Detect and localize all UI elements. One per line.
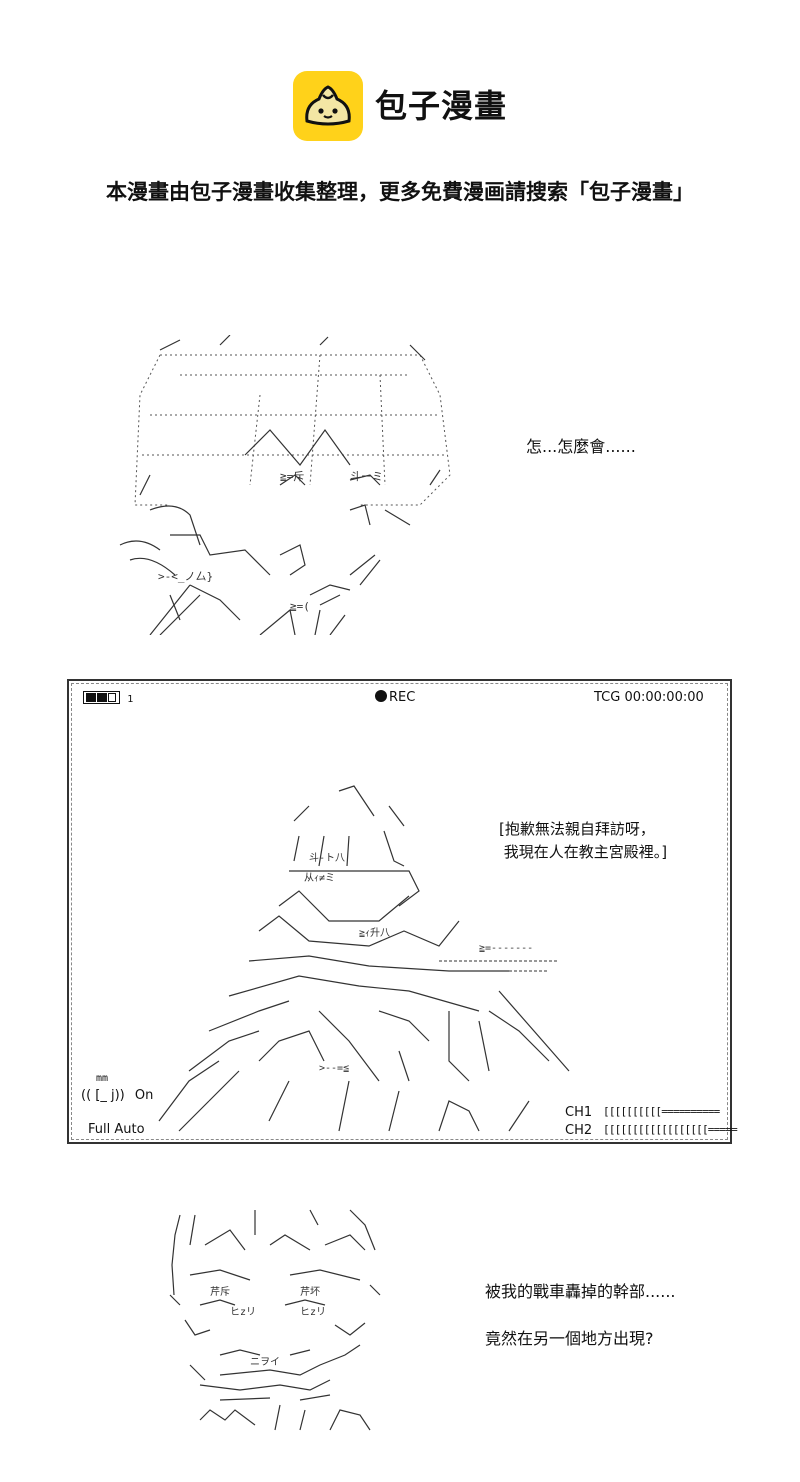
svg-text:从ｨ≠ミ: 从ｨ≠ミ xyxy=(304,873,335,884)
ch1-label: CH1 xyxy=(565,1105,593,1120)
svg-text:≧=(: ≧=( xyxy=(290,600,310,613)
dialog-line-1: [抱歉無法親自拜訪呀， xyxy=(499,820,655,838)
battery-icon xyxy=(83,691,120,704)
svg-text:>--=≦: >--=≦ xyxy=(319,1063,349,1074)
microphone-icon: (( [_ j)) xyxy=(81,1088,125,1103)
brand-name: 包子漫畫 xyxy=(375,87,508,125)
svg-text:ヒzリ: ヒzリ xyxy=(230,1306,256,1318)
shooting-mode: Full Auto xyxy=(88,1122,145,1137)
svg-text:≧=-------: ≧=------- xyxy=(479,943,533,954)
svg-text:芹斥: 芹斥 xyxy=(210,1286,230,1298)
panel-3-caption-line-2: 竟然在另一個地方出現? xyxy=(485,1329,654,1348)
svg-text:>-<_ノ厶}: >-<_ノ厶} xyxy=(158,570,213,583)
dialog-block: [抱歉無法親自拜訪呀， 我現在人在教主宮殿裡。] xyxy=(499,818,667,864)
bun-logo-icon xyxy=(293,71,363,141)
camcorder-viewfinder-frame: 1 REC TCG 00:00:00:00 [抱歉無法親自拜訪呀， 我現在人在教… xyxy=(67,679,738,1144)
svg-text:芹坏: 芹坏 xyxy=(300,1286,320,1298)
battery-seg-1-icon xyxy=(86,693,96,702)
svg-text:斗-ト八: 斗-ト八 xyxy=(309,852,345,864)
panel-1-caption: 怎...怎麼會...... xyxy=(526,437,636,456)
ch1-audio-meter: [[[[[[[[[[========== xyxy=(603,1105,720,1118)
svg-text:≧ｨ升八: ≧ｨ升八 xyxy=(359,927,390,939)
svg-text:ヒzリ: ヒzリ xyxy=(300,1306,326,1318)
mic-status: On xyxy=(134,1088,154,1103)
mic-indicator: (( [_ j)) On xyxy=(81,1088,153,1103)
battery-seg-3-icon xyxy=(108,693,116,702)
dialog-line-2: 我現在人在教主宮殿裡。] xyxy=(499,843,668,861)
viewfinder-inner-border xyxy=(71,683,728,1140)
svg-text:斗ーミ: 斗ーミ xyxy=(350,470,383,483)
ascii-art-character-panel-2: 斗-ト八 从ｨ≠ミ ≧ｨ升八 ≧=------- >--=≦ xyxy=(158,785,570,1132)
ascii-art-character-panel-3: 芹斥 芹坏 ヒzリ ヒzリ ニヲイ xyxy=(169,1209,381,1431)
site-notice: 本漫畫由包子漫畫收集整理，更多免費漫画請搜索「包子漫畫」 xyxy=(106,180,694,204)
battery-seg-2-icon xyxy=(97,693,107,702)
svg-text:≧=斥: ≧=斥 xyxy=(280,470,304,483)
rec-dot-icon xyxy=(375,690,387,702)
timecode-display: TCG 00:00:00:00 xyxy=(594,690,704,705)
panel-3-caption-line-1: 被我的戰車轟掉的幹部...... xyxy=(485,1282,676,1301)
battery-label: 1 xyxy=(127,694,134,705)
battery-indicator: 1 xyxy=(83,691,133,705)
mic-label: mm xyxy=(96,1073,109,1084)
ch2-audio-meter: [[[[[[[[[[[[[[[[[[===== xyxy=(603,1123,738,1136)
rec-indicator: REC xyxy=(375,690,415,705)
ch2-label: CH2 xyxy=(565,1123,593,1138)
rec-label: REC xyxy=(389,690,416,705)
ascii-art-character-panel-1: ≧=斥 斗ーミ ≧=( >-<_ノ厶} xyxy=(119,335,451,635)
svg-text:ニヲイ: ニヲイ xyxy=(250,1357,280,1368)
